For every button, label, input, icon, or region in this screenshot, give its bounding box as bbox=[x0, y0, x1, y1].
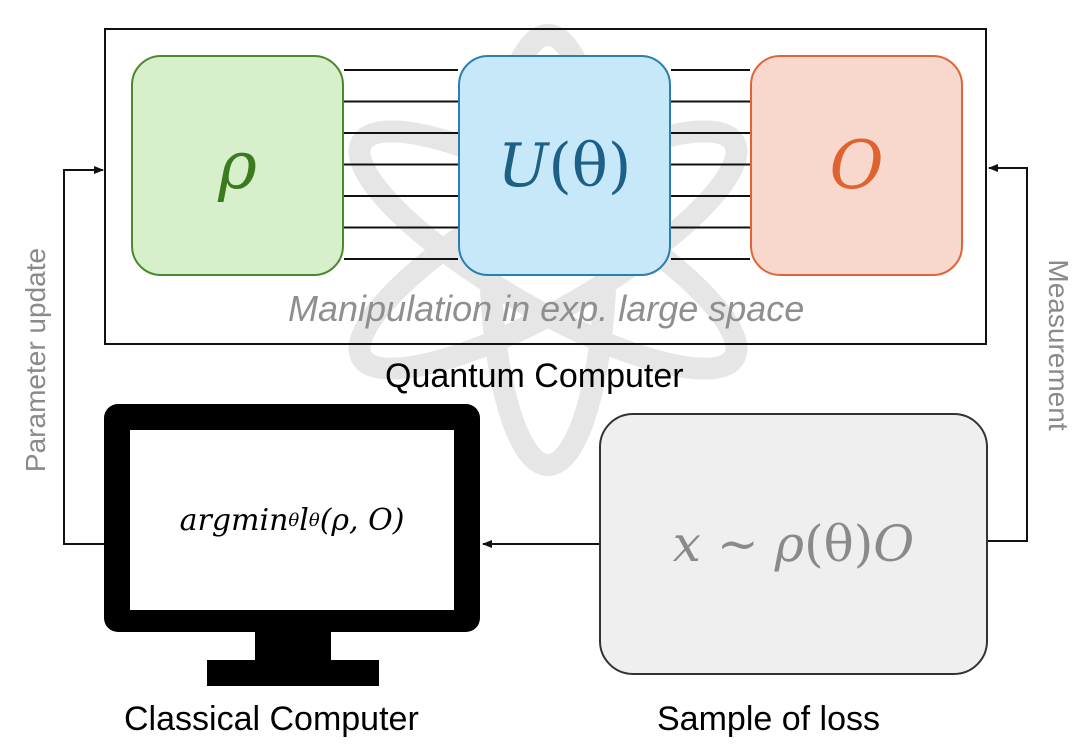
measurement-label: Measurement bbox=[1043, 259, 1074, 431]
sample-of-loss-label: Sample of loss bbox=[657, 700, 880, 738]
sample-x: x bbox=[672, 515, 701, 573]
quantum-computer-frame bbox=[104, 28, 987, 345]
unitary-symbol: U bbox=[497, 130, 549, 201]
sample-tilde: ~ bbox=[700, 515, 775, 573]
unitary-block: U(θ) bbox=[458, 55, 671, 276]
sample-rho: ρ bbox=[774, 515, 805, 573]
quantum-computer-label: Quantum Computer bbox=[385, 357, 684, 395]
sample-observable: O bbox=[873, 515, 915, 573]
parameter-update-label: Parameter update bbox=[20, 247, 51, 473]
density-matrix-symbol: ρ bbox=[218, 127, 257, 204]
loss-text: l bbox=[299, 502, 309, 538]
sample-box: x ~ ρ(θ)O bbox=[599, 413, 988, 675]
monitor-stand-neck bbox=[255, 630, 331, 664]
objective-subscript: θ bbox=[288, 509, 300, 531]
objective-text: argmin bbox=[179, 502, 289, 538]
classical-computer-label: Classical Computer bbox=[124, 700, 419, 738]
density-matrix-block: ρ bbox=[131, 55, 344, 276]
loss-subscript: θ bbox=[308, 509, 320, 531]
parameter-update-arrow bbox=[63, 166, 104, 545]
observable-symbol: O bbox=[829, 127, 884, 204]
monitor-stand-base bbox=[207, 660, 379, 686]
observable-block: O bbox=[750, 55, 963, 276]
measurement-arrow bbox=[988, 164, 1028, 542]
unitary-argument: (θ) bbox=[548, 130, 632, 201]
loss-args: (ρ, O) bbox=[319, 502, 405, 538]
sample-theta-args: (θ) bbox=[804, 515, 874, 573]
manipulation-caption: Manipulation in exp. large space bbox=[288, 288, 805, 329]
